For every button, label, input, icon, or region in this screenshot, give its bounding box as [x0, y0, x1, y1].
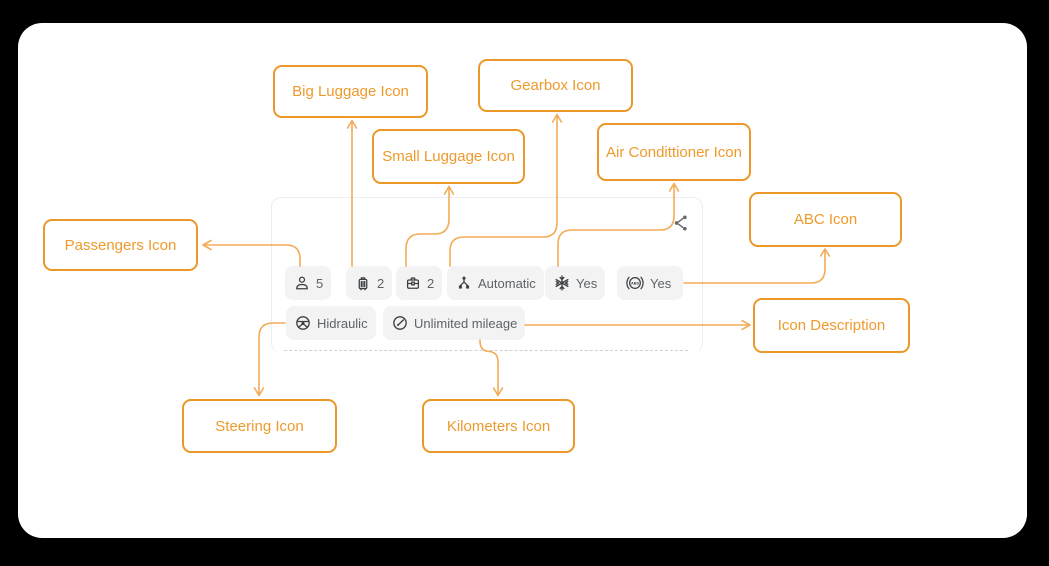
callout-air-conditioner-label: Air Condittioner Icon [606, 143, 742, 161]
callout-icon-description-label: Icon Description [777, 317, 886, 334]
share-icon [674, 215, 687, 231]
callout-kilometers-label: Kilometers Icon [446, 417, 551, 435]
callout-gearbox-label: Gearbox Icon [510, 77, 601, 94]
svg-text:ABS: ABS [631, 282, 640, 286]
callout-passengers-icon: Passengers Icon [43, 219, 198, 271]
chip-air-conditioner-value: Yes [576, 275, 598, 291]
callout-air-conditioner-icon: Air Condittioner Icon [597, 123, 751, 181]
callout-steering-label: Steering Icon [215, 417, 304, 435]
abs-icon: ABS [626, 276, 644, 290]
chip-air-conditioner: Yes [545, 266, 606, 300]
person-icon [296, 276, 308, 290]
callout-abc-icon: ABC Icon [749, 192, 902, 247]
callout-passengers-label: Passengers Icon [64, 236, 177, 254]
steering-wheel-icon [296, 316, 310, 330]
share-button[interactable] [668, 210, 694, 236]
callout-gearbox-icon: Gearbox Icon [478, 59, 633, 112]
chip-abs-value: Yes [650, 275, 672, 291]
callout-small-luggage-icon: Small Luggage Icon [372, 129, 525, 184]
chip-abs: ABS Yes [617, 266, 683, 300]
chip-big-luggage-value: 2 [377, 275, 385, 291]
callout-icon-description: Icon Description [753, 298, 910, 353]
callout-steering-icon: Steering Icon [182, 399, 337, 453]
chip-kilometers: Unlimited mileage [383, 306, 526, 340]
gearbox-icon [458, 276, 470, 289]
callout-abc-label: ABC Icon [793, 211, 858, 228]
callout-big-luggage-icon: Big Luggage Icon [273, 65, 428, 118]
chip-small-luggage: 2 [396, 266, 443, 300]
speedometer-icon [393, 316, 407, 330]
callout-kilometers-icon: Kilometers Icon [422, 399, 575, 453]
chip-steering: Hidraulic [286, 306, 376, 340]
chip-passengers: 5 [285, 266, 332, 300]
chip-big-luggage: 2 [346, 266, 393, 300]
callout-big-luggage-label: Big Luggage Icon [292, 83, 409, 100]
chip-small-luggage-value: 2 [427, 275, 435, 291]
chip-gearbox: Automatic [447, 266, 544, 300]
big-luggage-icon [358, 277, 368, 291]
chip-passengers-value: 5 [316, 275, 324, 291]
small-luggage-icon [406, 277, 420, 289]
snowflake-icon [555, 275, 569, 291]
chip-gearbox-value: Automatic [478, 275, 536, 291]
chip-steering-value: Hidraulic [317, 315, 368, 331]
chip-kilometers-value: Unlimited mileage [414, 315, 518, 331]
callout-small-luggage-label: Small Luggage Icon [382, 148, 515, 165]
card-dashed-divider [284, 350, 688, 351]
